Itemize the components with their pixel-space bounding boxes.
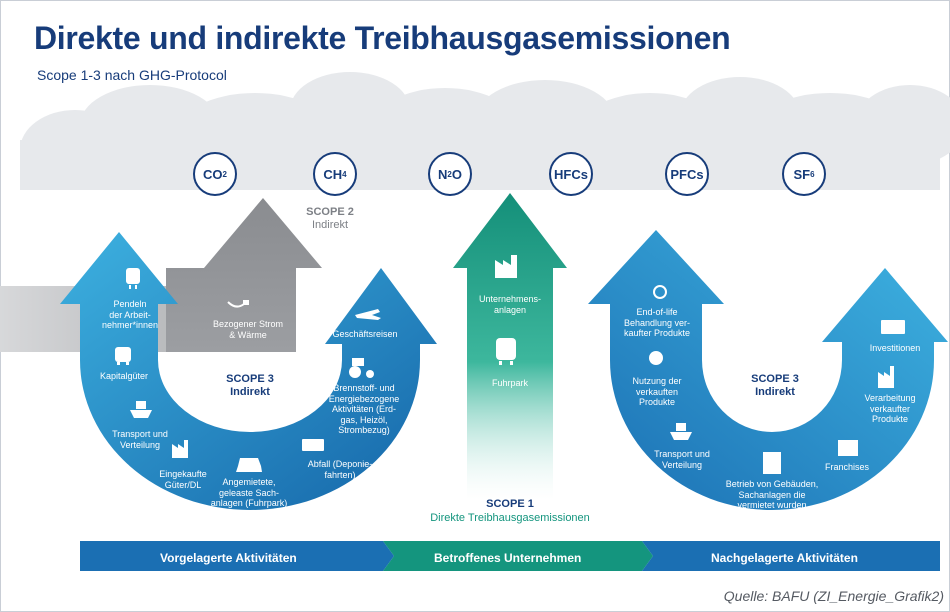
airplane-icon <box>355 309 381 320</box>
scope1-subtitle: Direkte Treibhausgasemissionen <box>430 512 590 524</box>
factory-icon <box>172 440 188 458</box>
factory-downstream-icon <box>878 366 894 388</box>
product-icon <box>649 351 663 365</box>
factory-scope1-icon <box>495 255 517 278</box>
scope3-downstream-title: SCOPE 3 <box>751 373 799 385</box>
bar-label-upstream: Vorgelagerte Aktivitäten <box>160 551 297 565</box>
recycle-icon <box>653 285 667 299</box>
building-icon <box>763 452 781 474</box>
scope3-upstream-title: SCOPE 3 <box>226 373 274 385</box>
downstream-item-verarbeitung: Verarbeitung verkaufter Produkte <box>864 393 916 424</box>
bar-upstream <box>80 541 394 571</box>
scope3-upstream-arrow <box>60 232 437 510</box>
downstream-item-transport: Transport und Verteilung <box>654 449 710 470</box>
scope2-arrow <box>166 198 322 352</box>
scope1-item-fuhrpark: Fuhrpark <box>491 378 528 388</box>
upstream-item-eingekaufte: Eingekaufte Güter/DL <box>159 469 207 490</box>
bar-label-downstream: Nachgelagerte Aktivitäten <box>711 551 858 565</box>
bar-downstream <box>642 541 940 571</box>
scope2-title: SCOPE 2 <box>306 206 354 218</box>
container-icon <box>302 439 324 451</box>
scope1-item-anlagen: Unternehmens- anlagen <box>478 294 542 315</box>
bus-scope1-icon <box>496 338 516 365</box>
scope1-title: SCOPE 1 <box>486 498 534 510</box>
ship-icon <box>130 401 152 418</box>
shop-icon <box>838 440 858 456</box>
upstream-item-transport: Transport und Verteilung <box>112 429 168 450</box>
ship-downstream-icon <box>670 423 692 440</box>
page-title: Direkte und indirekte Treibhausgasemissi… <box>34 20 731 56</box>
upstream-item-angemietete: Angemietete, geleaste Sach- anlagen (Fuh… <box>210 477 288 508</box>
upstream-item-pendeln: Pendeln der Arbeit- nehmer*innen <box>101 299 159 330</box>
train-icon <box>126 268 140 289</box>
scope2-subtitle: Indirekt <box>311 219 349 231</box>
downstream-item-franchises: Franchises <box>824 462 869 472</box>
bus-icon <box>115 347 131 365</box>
car-icon <box>236 458 262 472</box>
downstream-item-investitionen: Investitionen <box>869 343 921 353</box>
downstream-item-nutzung: Nutzung der verkauften Produkte <box>632 376 682 407</box>
euro-note-icon <box>881 320 905 334</box>
downstream-item-endoflife: End-of-life Behandlung ver- kaufter Prod… <box>623 307 691 338</box>
bar-company <box>383 541 653 571</box>
scope3-downstream-subtitle: Indirekt <box>755 386 795 398</box>
bar-label-company: Betroffenes Unternehmen <box>434 551 582 565</box>
upstream-item-geschaeftsreisen: Geschäftsreisen <box>332 329 398 339</box>
page-subtitle: Scope 1-3 nach GHG-Protocol <box>37 67 227 83</box>
plug-icon <box>227 300 249 308</box>
source-credit: Quelle: BAFU (ZI_Energie_Grafik2) <box>723 588 944 604</box>
gas-pfcs: PFCs <box>665 152 709 196</box>
gas-hfcs: HFCs <box>549 152 593 196</box>
upstream-item-abfall: Abfall (Deponie- fahrten) <box>307 459 373 480</box>
downstream-item-gebaeude: Betrieb von Gebäuden, Sachanlagen die ve… <box>725 479 819 510</box>
scope3-upstream-subtitle: Indirekt <box>230 386 270 398</box>
tractor-icon <box>349 358 374 378</box>
scope2-item-label: Bezogener Strom & Wärme <box>212 319 284 340</box>
upstream-item-kapitalgueter: Kapitalgüter <box>99 371 149 381</box>
upstream-item-brennstoff: Brennstoff- und Energiebezogene Aktivitä… <box>328 383 400 435</box>
